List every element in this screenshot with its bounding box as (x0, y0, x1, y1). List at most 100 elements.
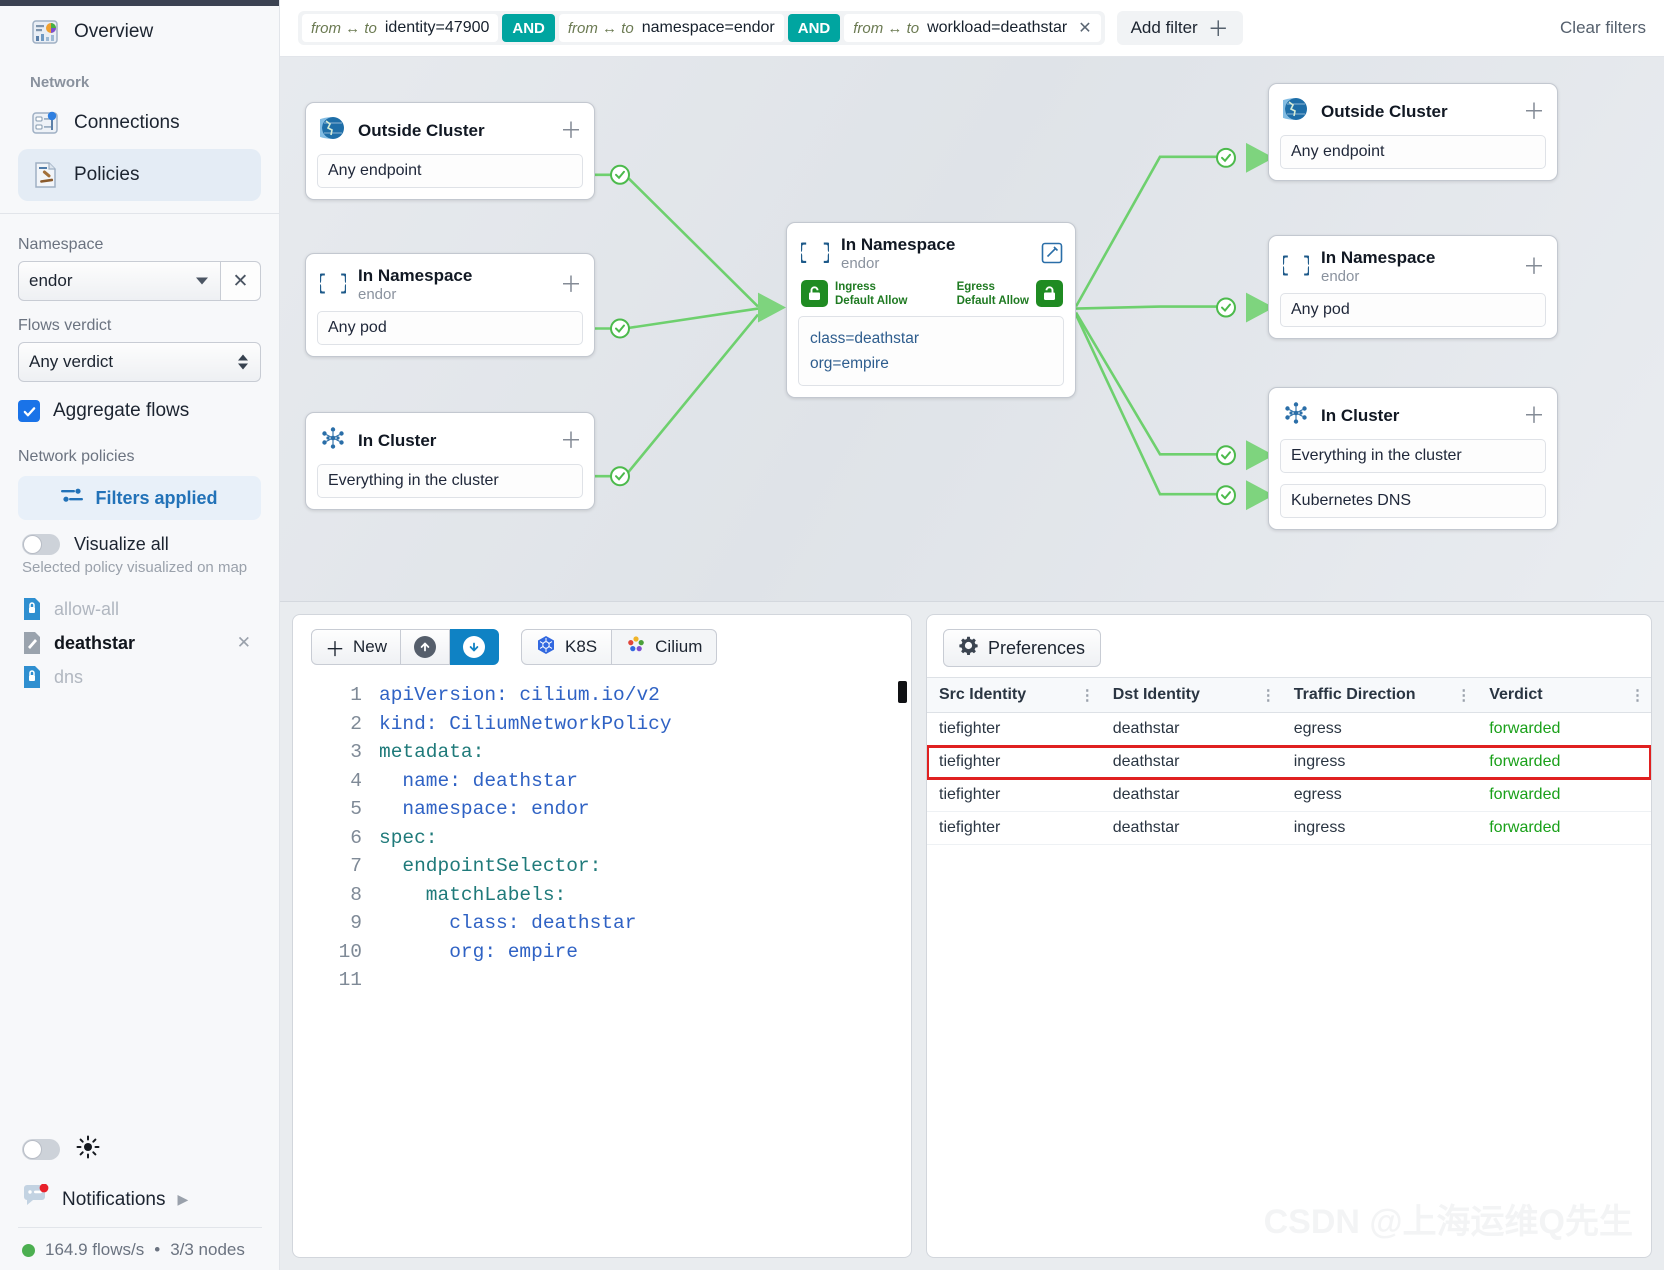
add-filter-button[interactable]: Add filter ＋ (1116, 11, 1243, 45)
map-node-in-cluster-dest[interactable]: In Cluster ＋ Everything in the cluster K… (1268, 387, 1558, 530)
filter-chip-workload[interactable]: from ↔ to workload=deathstar ✕ (844, 14, 1101, 42)
map-node-outside-cluster-source[interactable]: Outside Cluster ＋ Any endpoint (305, 102, 595, 200)
policy-editor-panel: ＋ New (292, 614, 912, 1258)
globe-icon (311, 115, 346, 146)
line-text: name: deathstar (379, 769, 578, 792)
table-row[interactable]: tiefighter deathstar ingress forwarded (927, 811, 1651, 845)
svg-text:{ }: { } (1283, 255, 1309, 277)
tab-k8s[interactable]: K8S (521, 629, 613, 665)
policy-list-item-dns[interactable]: dns (18, 660, 261, 694)
add-endpoint-button[interactable]: ＋ (559, 117, 582, 143)
card-header: { } In Namespace endor (787, 223, 1075, 280)
edit-icon[interactable] (1041, 242, 1063, 264)
policy-selector-labels: class=deathstar org=empire (798, 315, 1064, 386)
sidebar-footer: Notifications ▶ 164.9 flows/s • 3/3 node… (0, 1125, 280, 1270)
column-menu-icon[interactable]: ⋮ (1630, 687, 1645, 704)
line-number: 4 (350, 769, 362, 792)
line-text: apiVersion: cilium.io/v2 (379, 684, 660, 706)
card-row[interactable]: Any endpoint (317, 154, 583, 188)
filter-remove-icon[interactable]: ✕ (1078, 20, 1092, 37)
preferences-button[interactable]: Preferences (943, 629, 1102, 667)
card-row[interactable]: Any pod (1280, 292, 1546, 327)
policy-remove-button[interactable]: ✕ (236, 633, 251, 652)
cell-src-identity: tiefighter (927, 778, 1101, 812)
column-header-dst-identity[interactable]: Dst Identity⋮ (1100, 677, 1282, 713)
verdict-value: Any verdict (29, 352, 114, 371)
egress-label: Egress (956, 280, 995, 293)
table-row[interactable]: tiefighter deathstar egress forwarded (927, 712, 1651, 746)
cell-src-identity: tiefighter (927, 811, 1101, 845)
policy-list-item-allow-all[interactable]: allow-all (18, 592, 261, 626)
editor-scrollbar[interactable] (898, 681, 907, 703)
visualize-all-toggle-row[interactable]: Visualize all (22, 534, 261, 555)
table-row[interactable]: tiefighter deathstar ingress forwarded (927, 744, 1651, 780)
cell-traffic-direction: ingress (1281, 811, 1478, 845)
map-node-in-namespace-dest[interactable]: { } In Namespace endor ＋ Any pod (1268, 235, 1558, 339)
column-menu-icon[interactable]: ⋮ (1079, 687, 1095, 704)
column-header-src-identity[interactable]: Src Identity⋮ (927, 677, 1101, 713)
filter-chip-namespace[interactable]: from ↔ to namespace=endor (558, 14, 784, 42)
visualize-all-toggle[interactable] (22, 534, 60, 555)
new-policy-button[interactable]: ＋ New (311, 629, 402, 665)
tab-cilium[interactable]: Cilium (612, 629, 718, 665)
map-node-in-namespace-source[interactable]: { } In Namespace endor ＋ Any pod (305, 253, 595, 357)
add-endpoint-button[interactable]: ＋ (559, 427, 582, 453)
arrow-down-icon (463, 636, 486, 658)
filter-chip-identity[interactable]: from ↔ to identity=47900 (302, 14, 499, 42)
card-header: In Cluster ＋ (1269, 388, 1557, 439)
filters-applied-button[interactable]: Filters applied (18, 476, 261, 520)
map-node-selected-policy[interactable]: { } In Namespace endor (786, 222, 1076, 398)
card-row[interactable]: Any endpoint (1280, 135, 1546, 169)
add-endpoint-button[interactable]: ＋ (559, 271, 582, 297)
filter-and-operator: AND (502, 14, 555, 42)
cell-verdict: forwarded (1477, 712, 1651, 746)
add-endpoint-button[interactable]: ＋ (1522, 253, 1545, 279)
tab-label: K8S (565, 637, 598, 656)
upload-policy-button[interactable] (401, 629, 451, 665)
status-dot-icon (22, 1243, 35, 1257)
line-number: 6 (350, 826, 362, 849)
column-menu-icon[interactable]: ⋮ (1456, 687, 1472, 704)
column-header-traffic-direction[interactable]: Traffic Direction⋮ (1281, 677, 1478, 713)
column-header-verdict[interactable]: Verdict⋮ (1477, 677, 1651, 713)
add-endpoint-button[interactable]: ＋ (1522, 98, 1545, 124)
card-title: Outside Cluster (358, 120, 485, 140)
card-row[interactable]: Any pod (317, 310, 583, 345)
card-row[interactable]: Kubernetes DNS (1280, 484, 1546, 518)
table-row[interactable]: tiefighter deathstar egress forwarded (927, 778, 1651, 812)
theme-toggle-row[interactable] (18, 1125, 262, 1178)
policy-label-class: class=deathstar (810, 329, 919, 347)
download-policy-button[interactable] (450, 629, 500, 665)
namespace-select[interactable]: endor (18, 261, 221, 301)
card-row[interactable]: Everything in the cluster (1280, 439, 1546, 473)
map-node-outside-cluster-dest[interactable]: Outside Cluster ＋ Any endpoint (1268, 83, 1558, 181)
cell-dst-identity: deathstar (1100, 712, 1282, 746)
notifications-row[interactable]: Notifications ▶ (18, 1178, 262, 1227)
add-endpoint-button[interactable]: ＋ (1522, 402, 1545, 428)
column-menu-icon[interactable]: ⋮ (1260, 687, 1276, 704)
card-header: Outside Cluster ＋ (1269, 84, 1557, 135)
ingress-state: Default Allow (835, 294, 908, 307)
flows-table: Src Identity⋮ Dst Identity⋮ Traffic Dire… (927, 677, 1651, 845)
aggregate-flows-checkbox[interactable]: Aggregate flows (18, 400, 261, 422)
cell-traffic-direction: egress (1281, 712, 1478, 746)
verdict-select[interactable]: Any verdict (18, 342, 261, 382)
arrow-up-icon (414, 636, 437, 658)
map-node-in-cluster-source[interactable]: In Cluster ＋ Everything in the cluster (305, 412, 595, 510)
sidebar-item-connections[interactable]: Connections (18, 97, 261, 149)
plus-icon: ＋ (325, 638, 345, 661)
card-row[interactable]: Everything in the cluster (317, 464, 583, 498)
policy-map[interactable]: Outside Cluster ＋ Any endpoint { } In Na… (280, 57, 1664, 602)
filter-direction-label: from ↔ to (567, 19, 634, 37)
sidebar-item-overview[interactable]: Overview (18, 6, 261, 58)
sidebar-item-label: Overview (74, 21, 154, 42)
sidebar-item-policies[interactable]: Policies (18, 149, 261, 201)
code-line: 7 endpointSelector: (293, 852, 911, 881)
editor-toolbar: ＋ New (293, 615, 911, 675)
namespace-clear-button[interactable]: ✕ (221, 261, 261, 301)
clear-filters-button[interactable]: Clear filters (1560, 18, 1646, 37)
theme-toggle[interactable] (22, 1139, 60, 1160)
policy-list-item-deathstar[interactable]: deathstar ✕ (18, 626, 261, 660)
